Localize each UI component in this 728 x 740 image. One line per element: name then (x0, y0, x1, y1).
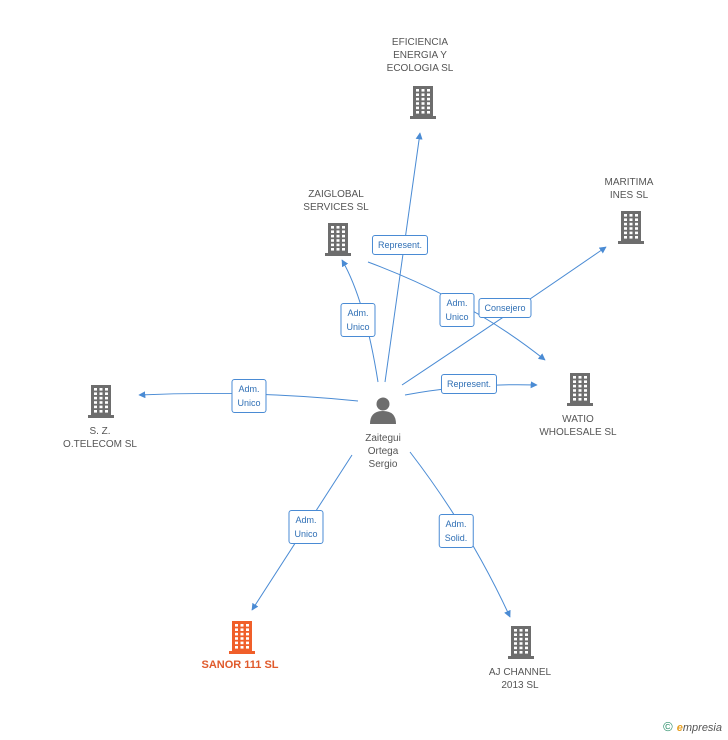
company-label-sanor[interactable]: SANOR 111 SL (201, 659, 279, 671)
building-icon-watio[interactable] (567, 373, 593, 406)
brand-name: mpresia (682, 722, 722, 734)
edge-label-maritima: Consejero (478, 298, 532, 318)
edge-label-zaiglobal: Adm. Unico (340, 303, 376, 337)
copyright-icon: © (663, 719, 673, 734)
edge-label-sanor: Adm. Unico (288, 510, 324, 544)
footer-brand[interactable]: ©empresia (663, 719, 722, 734)
edge-label-zai-watio: Adm. Unico (439, 293, 475, 327)
person-label: Zaitegui Ortega Sergio (365, 433, 401, 470)
edge-label-aj: Adm. Solid. (438, 514, 474, 548)
building-icon-aj[interactable] (508, 626, 534, 659)
edge-label-sz: Adm. Unico (231, 379, 267, 413)
building-icon-zaiglobal[interactable] (325, 223, 351, 256)
brand-initial: e (676, 722, 683, 734)
company-label-eficiencia[interactable]: EFICIENCIA ENERGIA Y ECOLOGIA SL (386, 37, 454, 74)
company-label-sz[interactable]: S. Z. O.TELECOM SL (63, 426, 137, 450)
company-label-maritima[interactable]: MARITIMA INES SL (604, 177, 654, 201)
building-icon-maritima[interactable] (618, 211, 644, 244)
company-label-watio[interactable]: WATIO WHOLESALE SL (539, 414, 617, 438)
edges-layer (138, 132, 607, 618)
building-icon-sz[interactable] (88, 385, 114, 418)
edge-maritima (401, 246, 607, 386)
company-label-aj[interactable]: AJ CHANNEL 2013 SL (488, 667, 552, 691)
building-icon-sanor[interactable] (229, 621, 255, 654)
building-icon-eficiencia[interactable] (410, 86, 436, 119)
edge-eficiencia (384, 132, 423, 383)
edge-label-eficiencia: Represent. (371, 235, 429, 255)
company-label-zaiglobal[interactable]: ZAIGLOBAL SERVICES SL (303, 189, 369, 213)
edge-label-watio: Represent. (440, 374, 498, 394)
person-icon[interactable] (370, 397, 396, 425)
